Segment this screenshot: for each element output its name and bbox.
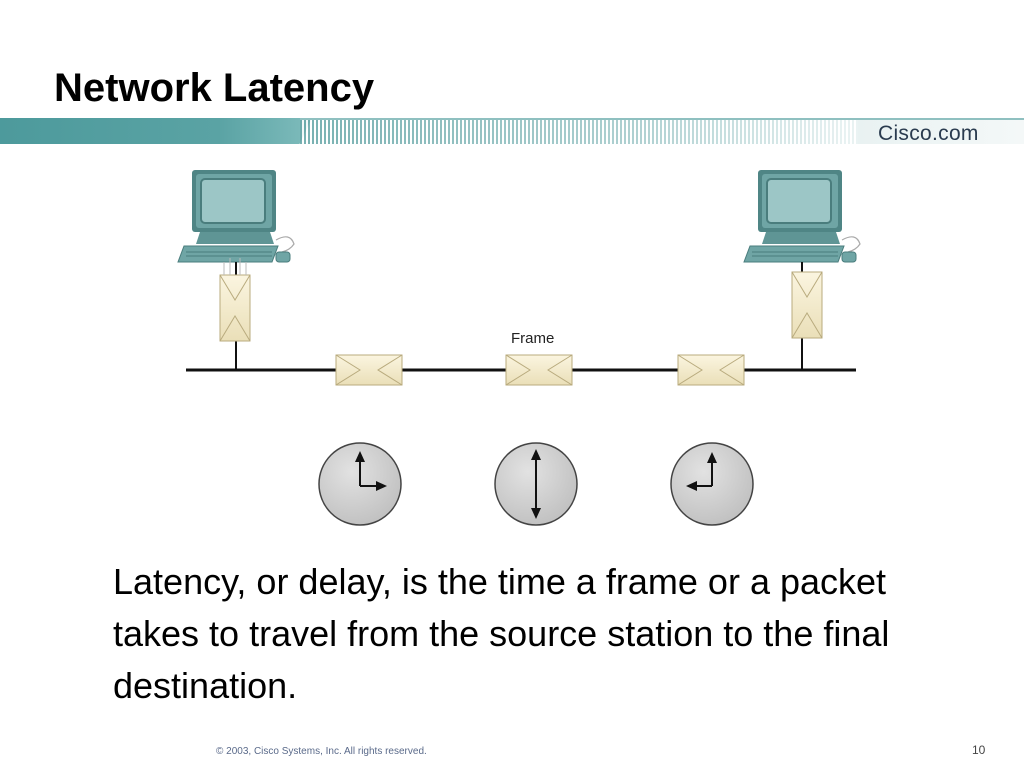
motion-lines-horizontal bbox=[438, 359, 506, 381]
banner-striped-bar bbox=[300, 118, 860, 144]
motion-lines-horizontal bbox=[608, 359, 678, 381]
banner-solid-bar bbox=[0, 118, 312, 144]
banner-tail bbox=[858, 118, 1024, 144]
computer-icon bbox=[743, 170, 861, 263]
frame-label: Frame bbox=[511, 330, 555, 347]
page-number: 10 bbox=[972, 743, 986, 757]
body-text: Latency, or delay, is the time a frame o… bbox=[113, 561, 890, 706]
envelope-icon bbox=[219, 274, 251, 342]
clock-icon bbox=[494, 442, 578, 526]
clock-icon bbox=[318, 442, 402, 526]
motion-lines-vertical bbox=[795, 338, 819, 410]
copyright-footer: © 2003, Cisco Systems, Inc. All rights r… bbox=[216, 746, 427, 757]
computer-icon bbox=[177, 170, 295, 263]
slide-title: Network Latency bbox=[54, 66, 375, 110]
header-banner bbox=[0, 118, 1024, 144]
banner-top-line bbox=[300, 118, 1024, 120]
envelope-icon bbox=[791, 271, 823, 339]
motion-lines-horizontal bbox=[266, 359, 336, 381]
envelope-icon bbox=[677, 354, 745, 386]
envelope-icon bbox=[335, 354, 403, 386]
motion-lines-vertical bbox=[223, 258, 247, 275]
clock-icon bbox=[670, 442, 754, 526]
cisco-logo: Cisco.com bbox=[878, 122, 979, 145]
envelope-icon bbox=[505, 354, 573, 386]
network-latency-diagram bbox=[177, 170, 861, 526]
